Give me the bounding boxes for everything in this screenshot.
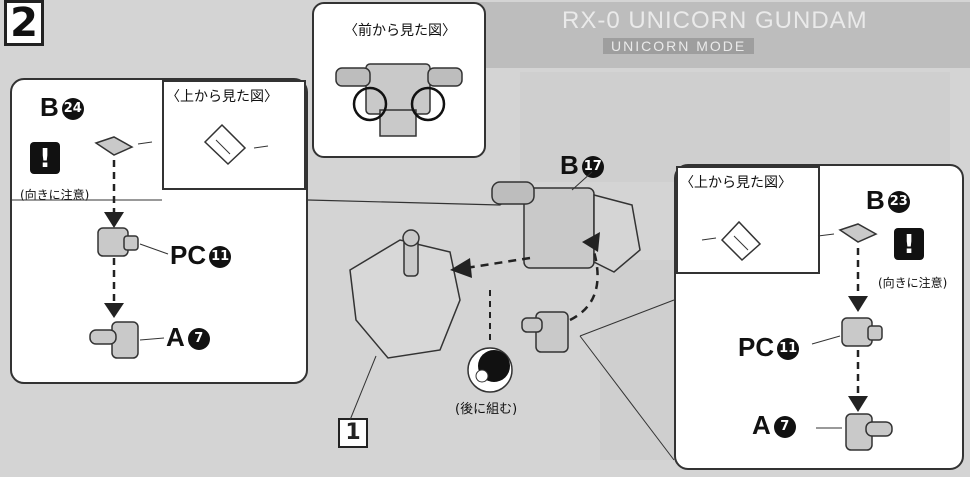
part-letter: PC [170,240,207,270]
leader-line [579,299,675,337]
leader-line [253,145,269,149]
left-top-view-inset: 〈上から見た図〉 [162,80,306,190]
top-view-plate [720,220,762,262]
header-subtitle: UNICORN MODE [603,38,755,54]
leader-line [579,335,675,461]
part-number-badge: 7 [773,416,796,439]
leader-line [811,335,841,345]
part-b23-plate [838,223,878,243]
assemble-later-socket [475,369,489,383]
torso-ball [402,229,420,247]
assembly-arrow [465,256,531,270]
leader-line [137,141,153,145]
top-view-plate [203,123,247,166]
part-a7-peg [865,421,893,437]
header-title-bar: RX-0 UNICORN GUNDAM UNICORN MODE [470,2,970,68]
leader-line [349,355,377,421]
part-number-badge: 11 [777,338,800,361]
part-joint-peg [521,317,543,333]
leader-line [701,237,717,241]
leader-line [817,233,835,237]
part-b24-plate [94,136,134,156]
part-number-badge: 24 [61,98,84,121]
part-number-box: 1 [338,418,368,448]
leader-line [307,189,521,206]
part-b17 [523,187,595,269]
part-pc11-nub [123,235,139,251]
part-letter: A [166,322,185,352]
right-caution-note: (向きに注意) [878,276,948,290]
arrow-head [848,296,868,312]
part-letter: B [866,185,885,215]
part-letter: B [560,150,579,180]
part-b17-shaft [491,181,535,205]
caution-icon [894,228,924,260]
arrow-head [104,303,124,318]
part-number-badge: 7 [187,328,210,351]
left-top-view-title: 〈上から見た図〉 [166,89,278,105]
front-view-title: 〈前から見た図〉 [344,23,456,39]
part-letter: A [752,410,771,440]
arrow-head [450,258,472,278]
part-b17-frame [593,194,641,273]
assembly-arrow [569,244,599,322]
leader-line [139,337,165,341]
leader-line [571,171,593,191]
part-joint [535,311,569,353]
part-letter: PC [738,332,775,362]
part-letter: B [40,92,59,122]
leader-line [139,243,169,255]
arrow-head [848,396,868,412]
part-number-badge: 11 [209,246,232,269]
right-top-view-title: 〈上から見た図〉 [680,175,792,191]
part-number-badge: 17 [581,156,604,179]
part-pc11-nub [867,325,883,341]
plate-detail [215,139,231,155]
front-view-drawing [335,63,463,137]
arrow-head [582,232,600,252]
right-top-view-inset: 〈上から見た図〉 [676,166,820,274]
header-title: RX-0 UNICORN GUNDAM [562,7,868,34]
front-view-panel: 〈前から見た図〉 [312,2,486,158]
part-number-badge: 23 [887,191,910,214]
caution-icon [30,142,60,174]
assemble-later-note: (後に組む) [455,402,518,417]
part-a7-peg [89,329,117,345]
arrow-head [104,212,124,228]
left-caution-note: (向きに注意) [20,188,90,202]
step-number: 2 [4,0,44,46]
plate-detail [733,235,749,251]
